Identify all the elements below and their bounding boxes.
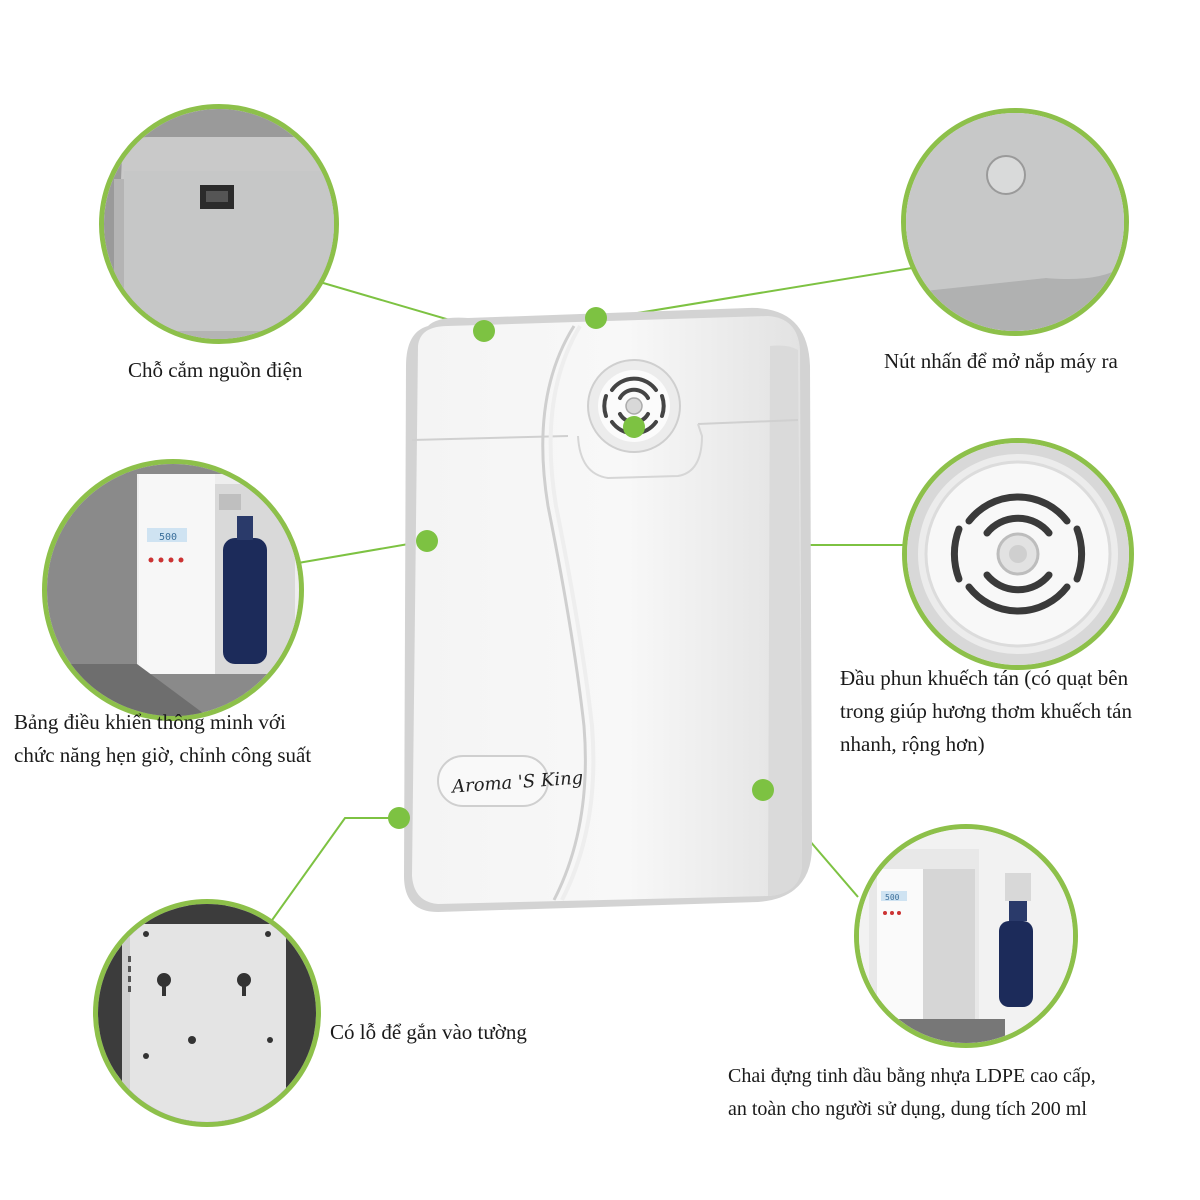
bottle-icon: [223, 538, 267, 664]
label-control-panel: Bảng điều khiển thông minh với chức năng…: [14, 706, 311, 772]
label-line: trong giúp hương thơm khuếch tán: [840, 699, 1132, 723]
label-nozzle: Đầu phun khuếch tán (có quạt bên trong g…: [840, 662, 1132, 761]
label-power-socket: Chỗ cắm nguồn điện: [128, 358, 303, 382]
marker-nozzle: [623, 416, 645, 438]
marker-panel: [416, 530, 438, 552]
label-line: nhanh, rộng hơn): [840, 732, 985, 756]
label-line: Chai đựng tinh dầu bằng nhựa LDPE cao cấ…: [728, 1065, 1096, 1087]
label-line: chức năng hẹn giờ, chỉnh công suất: [14, 743, 312, 767]
label-open-button: Nút nhấn để mở nắp máy ra: [884, 349, 1118, 373]
lcd-reading: 500: [159, 532, 177, 543]
label-bottle: Chai đựng tinh dầu bằng nhựa LDPE cao cấ…: [728, 1060, 1096, 1126]
lcd-display: [147, 528, 187, 542]
label-line: an toàn cho người sử dụng, dung tích 200…: [728, 1098, 1087, 1120]
marker-bottle: [752, 779, 774, 801]
marker-mount: [388, 807, 410, 829]
closeup-power-socket: [99, 104, 339, 344]
line-mount: [264, 817, 398, 931]
closeup-wall-mount: [93, 899, 321, 1127]
label-wall-mount: Có lỗ để gắn vào tường: [330, 1020, 527, 1044]
line-button: [594, 267, 913, 321]
label-line: Đầu phun khuếch tán (có quạt bên: [840, 666, 1129, 690]
brand-badge: [437, 755, 549, 807]
closeup-control-panel: 500: [42, 459, 304, 721]
closeup-open-button: [901, 108, 1129, 336]
lcd-reading-small: 500: [885, 893, 900, 902]
label-line: Bảng điều khiển thông minh với: [14, 710, 286, 734]
closeup-nozzle: [902, 438, 1134, 670]
bottle-icon: [999, 921, 1033, 1007]
nozzle-icon: [625, 397, 643, 415]
open-button-icon: [986, 155, 1026, 195]
diffuser-device: [404, 307, 812, 912]
line-panel: [297, 540, 427, 564]
mount-hole-icon: [157, 973, 172, 996]
marker-button: [585, 307, 607, 329]
mount-hole-icon: [237, 973, 252, 996]
closeup-bottle: 500: [854, 824, 1078, 1048]
marker-power: [473, 320, 495, 342]
